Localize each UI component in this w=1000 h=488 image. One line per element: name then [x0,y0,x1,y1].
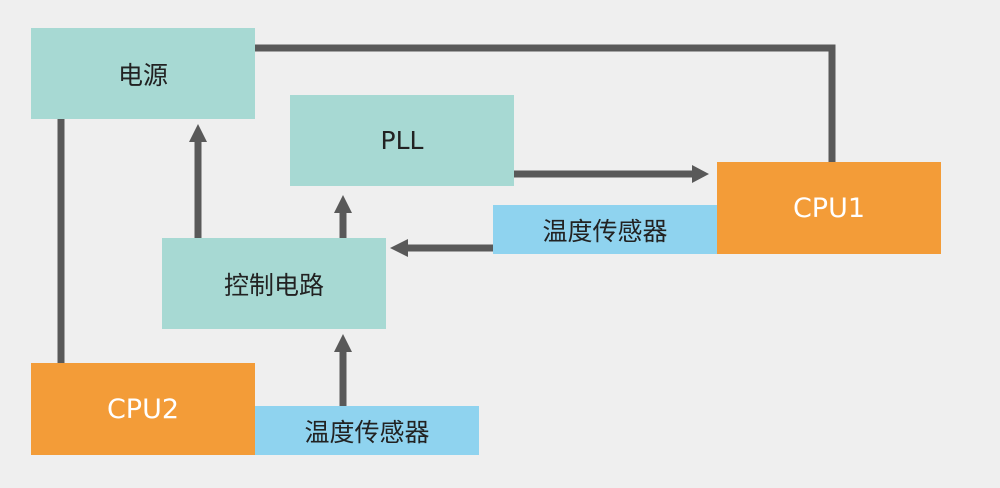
cpu2-box: CPU2 [31,363,255,455]
temp-sensor-2-box: 温度传感器 [255,406,479,455]
power-box: 电源 [31,28,255,119]
sensor1-to-control-arrowhead [390,239,408,257]
pll-box: PLL [290,95,514,186]
control-to-power-arrowhead [189,124,207,142]
power-to-cpu1-line [255,44,836,162]
temp-sensor-1-label: 温度传感器 [542,216,668,246]
cpu1-label: CPU1 [792,192,866,224]
control-to-pll-arrowhead [334,195,352,213]
sensor2-to-control-arrowhead [334,334,352,352]
pll-label: PLL [380,126,424,155]
temp-sensor-1-box: 温度传感器 [493,205,717,254]
cpu1-box: CPU1 [717,162,941,254]
control-circuit-box: 控制电路 [162,238,386,329]
cpu2-label: CPU2 [106,393,180,425]
temp-sensor-2-label: 温度传感器 [304,417,430,447]
control-circuit-label: 控制电路 [223,270,324,300]
pll-to-cpu1-arrowhead [692,165,709,183]
power-label: 电源 [117,60,168,90]
